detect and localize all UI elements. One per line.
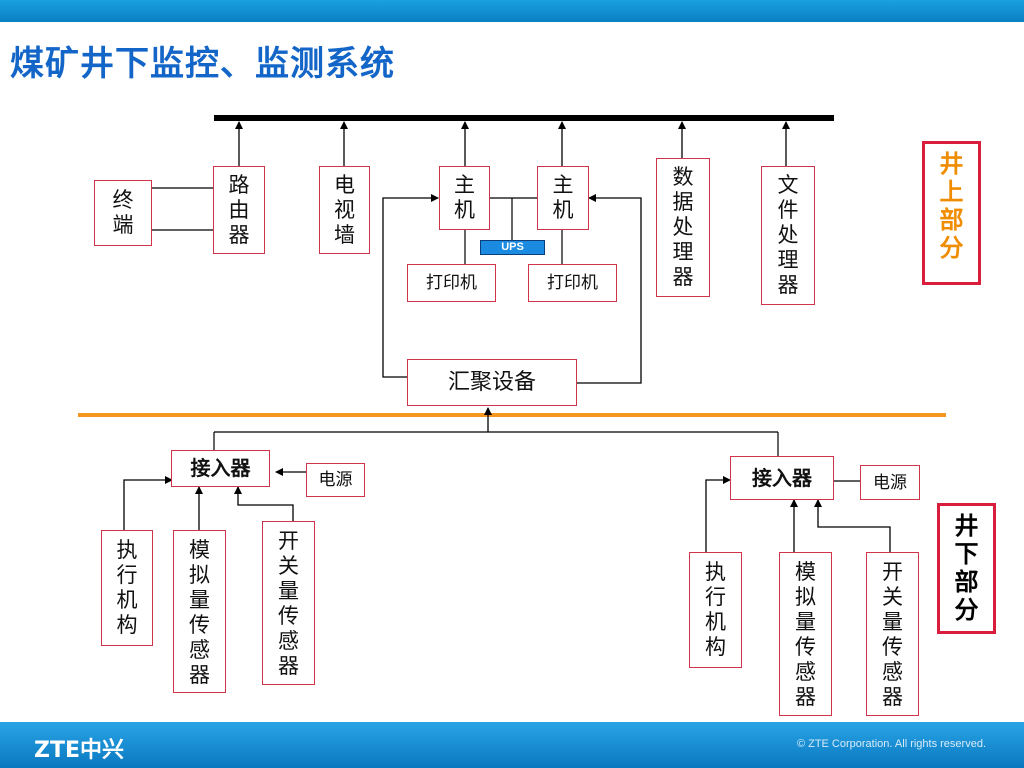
host-1-label: 主机 [454, 173, 475, 222]
aggregator-label: 汇聚设备 [447, 370, 536, 395]
right-analog-sensor-label: 模拟量传感器 [795, 560, 816, 709]
left-switch-sensor-label: 开关量传感器 [278, 529, 299, 678]
right-access-box: 接入器 [730, 456, 834, 500]
left-analog-sensor-label: 模拟量传感器 [189, 538, 210, 687]
data-processor-box: 数据处理器 [656, 158, 710, 297]
right-analog-sensor-box: 模拟量传感器 [779, 552, 832, 716]
printer-1-box: 打印机 [407, 264, 496, 302]
right-switch-sensor-box: 开关量传感器 [866, 552, 919, 716]
top-bar [0, 0, 1024, 22]
video-wall-box: 电视墙 [319, 166, 370, 254]
above-ground-label-box: 井上部分 [922, 141, 981, 285]
left-actuator-box: 执行机构 [101, 530, 153, 646]
underground-label-box: 井下部分 [937, 503, 996, 634]
copyright-text: © ZTE Corporation. All rights reserved. [796, 738, 986, 750]
underground-label: 井下部分 [954, 512, 979, 624]
left-actuator-label: 执行机构 [116, 538, 138, 637]
file-processor-label: 文件处理器 [777, 173, 799, 297]
host-1-box: 主机 [439, 166, 490, 230]
ups-box: UPS [480, 240, 545, 255]
aggregator-box: 汇聚设备 [407, 359, 577, 406]
right-power-label: 电源 [873, 473, 907, 493]
right-switch-sensor-label: 开关量传感器 [882, 560, 903, 709]
left-power-label: 电源 [318, 470, 353, 490]
file-processor-box: 文件处理器 [761, 166, 815, 305]
page-title: 煤矿井下监控、监测系统 [10, 44, 395, 84]
video-wall-label: 电视墙 [334, 173, 355, 247]
right-power-box: 电源 [860, 465, 920, 500]
right-access-label: 接入器 [752, 466, 812, 490]
router-box: 路由器 [213, 166, 265, 254]
router-label: 路由器 [228, 173, 250, 247]
right-actuator-label: 执行机构 [705, 560, 726, 659]
right-actuator-box: 执行机构 [689, 552, 742, 668]
terminal-box: 终端 [94, 180, 152, 246]
printer-2-label: 打印机 [547, 273, 598, 293]
left-switch-sensor-box: 开关量传感器 [262, 521, 315, 685]
zte-logo: ZTE中兴 [34, 738, 124, 763]
data-processor-label: 数据处理器 [672, 165, 694, 289]
printer-1-label: 打印机 [426, 273, 477, 293]
left-analog-sensor-box: 模拟量传感器 [173, 530, 226, 693]
host-2-label: 主机 [552, 173, 574, 222]
ups-label: UPS [501, 241, 524, 253]
printer-2-box: 打印机 [528, 264, 617, 302]
left-access-label: 接入器 [190, 456, 251, 480]
left-power-box: 电源 [306, 463, 365, 497]
footer-bar [0, 722, 1024, 768]
host-2-box: 主机 [537, 166, 589, 230]
left-access-box: 接入器 [171, 450, 270, 487]
above-ground-label: 井上部分 [939, 150, 964, 262]
terminal-label: 终端 [112, 188, 134, 237]
